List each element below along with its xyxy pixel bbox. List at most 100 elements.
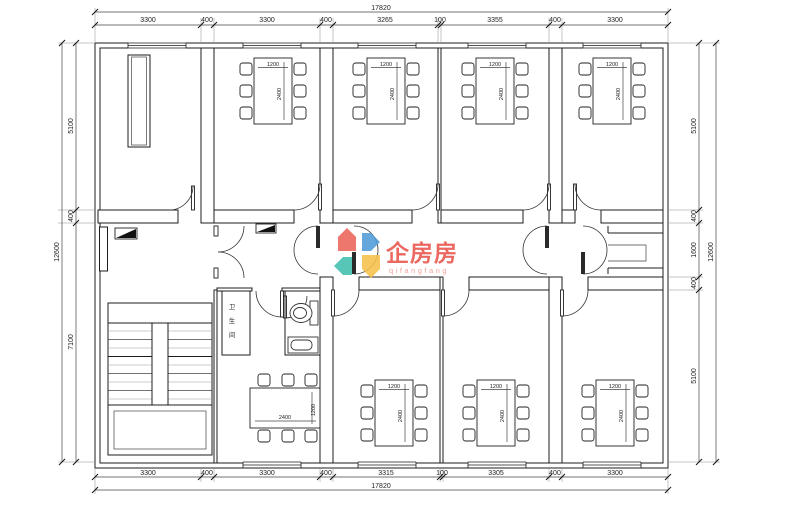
table-length-label: 2400 <box>398 410 404 422</box>
table-length-label: 2400 <box>500 410 506 422</box>
table-width-label: 1200 <box>609 384 621 390</box>
table-length-label: 2400 <box>277 88 283 100</box>
conference-table <box>249 373 321 443</box>
door-hall-double <box>213 225 245 279</box>
window <box>127 42 187 49</box>
logo-piece-teal <box>334 257 352 275</box>
table-width-label: 1200 <box>606 62 618 68</box>
windows <box>99 42 642 469</box>
dimension-ticks <box>58 39 80 466</box>
dim-right-seg-1: 400 <box>691 210 698 222</box>
dim-top-seg-6: 3355 <box>487 17 503 24</box>
dim-left-seg-1: 400 <box>68 210 75 222</box>
stair-rail <box>151 322 169 406</box>
window <box>357 42 417 49</box>
washroom-label-char: 间 <box>229 331 236 339</box>
table-length-label: 2400 <box>616 88 622 100</box>
dim-top-seg-0: 3300 <box>140 17 156 24</box>
dimension-top: 17820 3300 400 3300 400 3265 100 3355 40… <box>91 5 672 29</box>
dim-bottom-seg-7: 400 <box>549 470 561 477</box>
window <box>582 42 642 49</box>
table-width-label: 1200 <box>388 384 400 390</box>
stair-landing <box>113 410 207 450</box>
staircase <box>107 302 213 456</box>
dimension-right: 5100 400 1600 400 5100 12600 <box>691 39 720 466</box>
door-room-top-5 <box>573 183 602 211</box>
dim-top-seg-5: 100 <box>434 17 446 24</box>
dim-right-total: 12600 <box>708 242 715 262</box>
partition-walls <box>200 47 563 464</box>
sink <box>287 336 319 354</box>
washroom-label-char: 卫 <box>229 303 236 311</box>
dimension-ticks <box>91 473 672 494</box>
dim-top-seg-8: 3300 <box>607 17 623 24</box>
dimension-ticks <box>695 39 720 466</box>
dim-left-seg-0: 5100 <box>68 118 75 134</box>
dim-right-seg-0: 5100 <box>691 118 698 134</box>
toilet <box>289 300 319 326</box>
table-width-label: 1200 <box>267 62 279 68</box>
dim-bottom-seg-4: 3315 <box>378 470 394 477</box>
window <box>467 42 527 49</box>
dim-top-seg-3: 400 <box>320 17 332 24</box>
dim-bottom-seg-5: 100 <box>436 470 448 477</box>
table-length-label: 2400 <box>619 410 625 422</box>
dim-left-seg-2: 7100 <box>68 334 75 350</box>
door-room-top-3 <box>411 183 440 211</box>
watermark: 企房房 qifangfang <box>334 228 457 278</box>
cabinet <box>127 54 151 148</box>
wall-pier <box>99 226 108 272</box>
watermark-sub-text: qifangfang <box>389 266 449 275</box>
dim-top-total: 17820 <box>371 5 391 12</box>
table-width-label: 1200 <box>380 62 392 68</box>
window <box>467 461 527 469</box>
dim-bottom-seg-6: 3305 <box>488 470 504 477</box>
table-width-label: 1200 <box>489 62 501 68</box>
dim-left-total: 12600 <box>54 242 61 262</box>
dim-right-seg-3: 400 <box>691 277 698 289</box>
dim-top-seg-2: 3300 <box>259 17 275 24</box>
dim-top-seg-4: 3265 <box>377 17 393 24</box>
corridor-walls <box>97 209 664 291</box>
window <box>582 461 642 469</box>
door-corridor-junction-2 <box>522 225 608 275</box>
table-length-label: 2400 <box>499 88 505 100</box>
level-markers <box>114 223 277 240</box>
door-washroom <box>255 290 284 318</box>
meeting-tables: 1200 2400 1200 2400 1200 2400 1200 2400 … <box>239 57 649 447</box>
qifangfang-logo <box>334 228 380 278</box>
level-marker <box>255 223 277 234</box>
door-room-top-4 <box>522 183 551 211</box>
dim-bottom-seg-2: 3300 <box>259 470 275 477</box>
toilet-room <box>284 290 321 356</box>
dim-right-seg-4: 5100 <box>691 368 698 384</box>
door-corridor-junction-1 <box>293 225 379 275</box>
dim-bottom-seg-0: 3300 <box>140 470 156 477</box>
dim-bottom-seg-3: 400 <box>320 470 332 477</box>
table-width-label: 1200 <box>311 404 317 416</box>
dim-bottom-total: 17820 <box>371 483 391 490</box>
dim-bottom-seg-1: 400 <box>201 470 213 477</box>
dimension-ticks <box>91 8 672 29</box>
dim-top-seg-1: 400 <box>201 17 213 24</box>
table-width-label: 1200 <box>490 384 502 390</box>
washroom: 卫 生 间 <box>216 287 321 356</box>
table-length-label: 2400 <box>279 415 291 421</box>
dimension-bottom: 17820 3300 400 3300 400 3315 100 3305 40… <box>91 470 672 494</box>
door-room-top-2 <box>293 183 322 211</box>
door-room-topleft <box>168 185 195 211</box>
dim-bottom-seg-8: 3300 <box>607 470 623 477</box>
door-room-bottom-c <box>441 289 470 317</box>
logo-piece-blue <box>362 233 380 251</box>
dimension-left: 5100 400 7100 12600 <box>54 39 80 466</box>
stair-treads <box>108 330 212 400</box>
window <box>242 42 302 49</box>
dim-top-seg-7: 400 <box>549 17 561 24</box>
washroom-label-char: 生 <box>229 316 236 325</box>
corridor-niche <box>607 226 663 274</box>
dim-right-seg-2: 1600 <box>691 242 698 258</box>
door-room-bottom-b <box>331 289 360 317</box>
window <box>357 461 417 469</box>
